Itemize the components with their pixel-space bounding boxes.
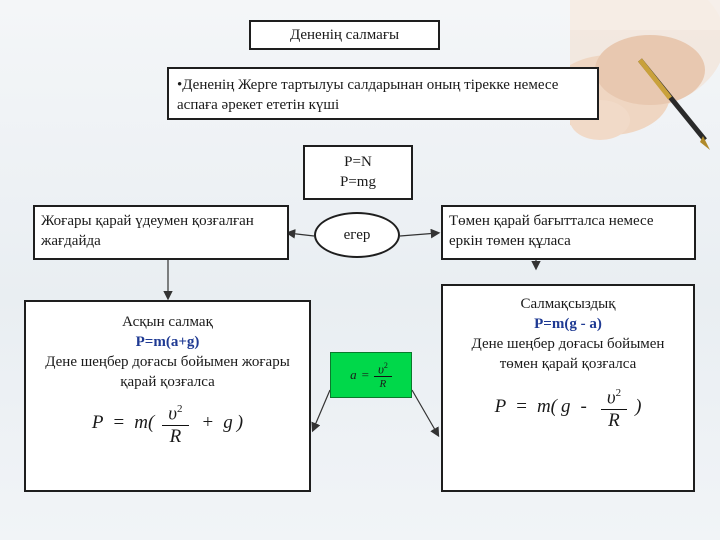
eq-equals: = <box>113 412 125 434</box>
weightless-box: Салмақсыздық P=m(g - a) Дене шеңбер доға… <box>441 284 695 492</box>
accel-num: υ <box>377 361 384 377</box>
arrow-to-weightless <box>411 389 440 438</box>
accel-exp: 2 <box>383 360 388 370</box>
accel-fraction: υ2 R <box>373 358 392 392</box>
eq-g: g <box>561 396 571 418</box>
definition-box: •Дененің Жерге тартылуы салдарынан оның … <box>167 67 599 120</box>
weightless-desc: Дене шеңбер доғасы бойымен төмен қарай қ… <box>471 336 665 372</box>
eq-m: m( <box>134 412 155 434</box>
formula-line2: P=mg <box>340 174 376 190</box>
eq-exp: 2 <box>177 403 183 415</box>
formula-box: P=N P=mg <box>303 145 413 200</box>
accel-a: a <box>350 367 357 382</box>
overload-equation: P = m( υ2 R + g ) <box>26 398 309 448</box>
definition-text: •Дененің Жерге тартылуы салдарынан оның … <box>177 77 559 113</box>
eq-g: g <box>223 412 233 434</box>
arrow-to-overload <box>311 389 331 433</box>
page-title: Дененің салмағы <box>289 27 400 43</box>
overload-desc: Дене шеңбер доғасы бойымен жоғары қарай … <box>45 354 290 390</box>
eq-exp: 2 <box>615 387 622 399</box>
eq-equals: = <box>516 396 527 418</box>
eq-close: ) <box>635 396 642 418</box>
accel-den: R <box>379 378 387 391</box>
formula-line1: P=N <box>344 154 372 170</box>
weightless-equation: P = m( g - υ2 R ) <box>443 382 693 432</box>
right-case-text: Төмен қарай бағытталса немесе еркін төме… <box>449 213 654 249</box>
condition-ellipse: егер <box>314 212 400 258</box>
arrow-to-left-case <box>285 229 315 239</box>
eq-num: υ <box>606 387 616 409</box>
eq-fraction: υ2 R <box>162 398 189 448</box>
title-box: Дененің салмағы <box>249 20 440 50</box>
accel-equals: = <box>361 367 369 382</box>
right-case-box: Төмен қарай бағытталса немесе еркін төме… <box>441 205 696 260</box>
weightless-title: Салмақсыздық <box>520 296 616 312</box>
eq-op: + <box>202 412 214 434</box>
eq-p: P <box>494 396 507 418</box>
eq-num: υ <box>168 403 178 425</box>
eq-den: R <box>169 426 182 448</box>
left-case-box: Жоғары қарай үдеумен қозғалған жағдайда <box>33 205 289 260</box>
overload-box: Асқын салмақ P=m(a+g) Дене шеңбер доғасы… <box>24 300 311 492</box>
condition-text: егер <box>343 227 371 243</box>
left-case-text: Жоғары қарай үдеумен қозғалған жағдайда <box>41 213 254 249</box>
overload-formula: P=m(a+g) <box>135 334 200 350</box>
eq-close: ) <box>236 412 244 434</box>
eq-den: R <box>608 410 620 432</box>
weightless-formula: P=m(g - a) <box>534 316 602 332</box>
eq-op: - <box>580 396 587 418</box>
eq-p: P <box>91 412 104 434</box>
eq-m: m( <box>536 396 557 418</box>
acceleration-formula-box: a = υ2 R <box>330 352 412 398</box>
arrow-to-right-case <box>399 228 441 239</box>
overload-title: Асқын салмақ <box>122 314 213 330</box>
eq-fraction: υ2 R <box>600 382 628 432</box>
